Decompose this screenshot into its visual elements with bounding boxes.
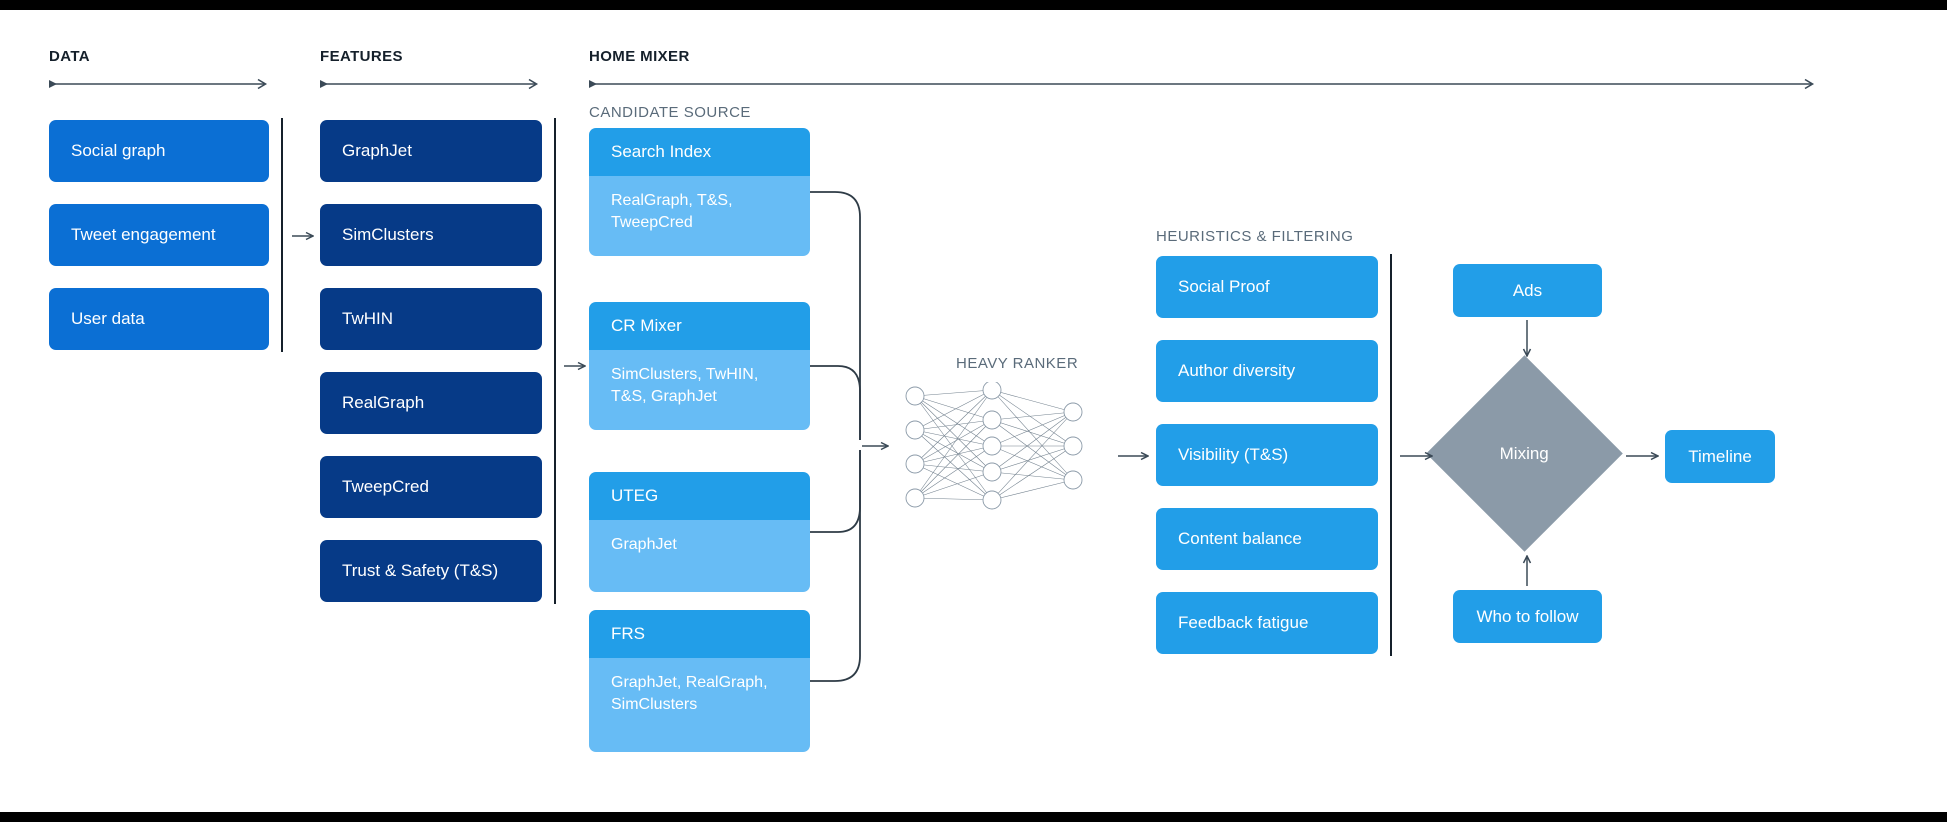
mixing-diamond[interactable]: Mixing <box>1426 355 1623 552</box>
feature-item-label: GraphJet <box>342 141 412 161</box>
section-label-heavy-ranker: HEAVY RANKER <box>956 355 1079 372</box>
feature-item-realgraph[interactable]: RealGraph <box>320 372 542 434</box>
section-label-candidate-source: CANDIDATE SOURCE <box>589 104 751 121</box>
candidate-source-features: GraphJet, RealGraph, SimClusters <box>589 658 810 752</box>
feature-item-tweepcred[interactable]: TweepCred <box>320 456 542 518</box>
feature-item-label: Trust & Safety (T&S) <box>342 561 499 581</box>
heuristic-item-label: Author diversity <box>1178 361 1296 381</box>
candidate-source-card-search-index[interactable]: Search Index RealGraph, T&S, TweepCred <box>589 128 810 256</box>
phase-label-home-mixer: HOME MIXER <box>589 48 690 65</box>
feature-item-label: TwHIN <box>342 309 393 329</box>
divider-features-column <box>554 118 556 604</box>
feature-item-twhin[interactable]: TwHIN <box>320 288 542 350</box>
data-item-tweet-engagement[interactable]: Tweet engagement <box>49 204 269 266</box>
ads-label: Ads <box>1512 280 1543 300</box>
candidate-source-card-uteg[interactable]: UTEG GraphJet <box>589 472 810 592</box>
data-item-label: Social graph <box>71 141 166 161</box>
mixing-input-ads[interactable]: Ads <box>1453 264 1602 317</box>
phase-label-data: DATA <box>49 48 91 65</box>
output-timeline[interactable]: Timeline <box>1665 430 1775 483</box>
candidate-source-name: FRS <box>589 610 810 658</box>
candidate-source-features: SimClusters, TwHIN, T&S, GraphJet <box>589 350 810 430</box>
letterbox-top <box>0 0 1947 10</box>
phase-arrow-data <box>49 78 274 90</box>
heuristic-item-visibility[interactable]: Visibility (T&S) <box>1156 424 1378 486</box>
feature-item-trust-safety[interactable]: Trust & Safety (T&S) <box>320 540 542 602</box>
heuristic-item-feedback-fatigue[interactable]: Feedback fatigue <box>1156 592 1378 654</box>
phase-arrow-home-mixer <box>589 78 1821 90</box>
feature-item-simclusters[interactable]: SimClusters <box>320 204 542 266</box>
heuristic-item-label: Content balance <box>1178 529 1302 549</box>
candidate-source-card-cr-mixer[interactable]: CR Mixer SimClusters, TwHIN, T&S, GraphJ… <box>589 302 810 430</box>
mixing-input-who-to-follow[interactable]: Who to follow <box>1453 590 1602 643</box>
feature-item-label: TweepCred <box>342 477 429 497</box>
candidate-source-features: RealGraph, T&S, TweepCred <box>589 176 810 256</box>
data-item-social-graph[interactable]: Social graph <box>49 120 269 182</box>
heuristic-item-social-proof[interactable]: Social Proof <box>1156 256 1378 318</box>
timeline-label: Timeline <box>1688 446 1752 466</box>
heuristic-item-label: Feedback fatigue <box>1178 613 1309 633</box>
feature-item-graphjet[interactable]: GraphJet <box>320 120 542 182</box>
candidate-source-name: Search Index <box>589 128 810 176</box>
letterbox-bottom <box>0 812 1947 822</box>
heuristic-item-label: Visibility (T&S) <box>1178 445 1289 465</box>
section-label-heuristics: HEURISTICS & FILTERING <box>1156 228 1354 245</box>
data-item-user-data[interactable]: User data <box>49 288 269 350</box>
divider-data-column <box>281 118 283 352</box>
feature-item-label: RealGraph <box>342 393 425 413</box>
mixing-label: Mixing <box>1499 443 1550 463</box>
phase-arrow-features <box>320 78 545 90</box>
candidate-source-name: CR Mixer <box>589 302 810 350</box>
who-to-follow-label: Who to follow <box>1476 606 1579 626</box>
heuristic-item-label: Social Proof <box>1178 277 1270 297</box>
heavy-ranker-network <box>895 380 1110 512</box>
heuristic-item-author-diversity[interactable]: Author diversity <box>1156 340 1378 402</box>
candidate-source-card-frs[interactable]: FRS GraphJet, RealGraph, SimClusters <box>589 610 810 752</box>
data-item-label: User data <box>71 309 145 329</box>
candidate-source-name: UTEG <box>589 472 810 520</box>
divider-heuristics-column <box>1390 254 1392 656</box>
data-item-label: Tweet engagement <box>71 225 216 245</box>
feature-item-label: SimClusters <box>342 225 434 245</box>
phase-label-features: FEATURES <box>320 48 403 65</box>
heuristic-item-content-balance[interactable]: Content balance <box>1156 508 1378 570</box>
candidate-source-features: GraphJet <box>589 520 810 592</box>
